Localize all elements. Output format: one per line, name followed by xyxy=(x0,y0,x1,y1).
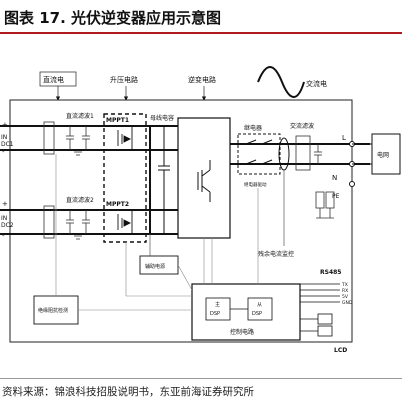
inverter-circuit-label: 逆变电路 xyxy=(188,75,216,84)
surge-protectors xyxy=(315,191,335,219)
line-L-label: L xyxy=(342,134,346,142)
mppt2-switch xyxy=(117,210,133,234)
ac-section-label: 交流电 xyxy=(306,79,327,88)
relay-drive-label: 继电器驱动 xyxy=(244,181,267,188)
mppt1-switch xyxy=(117,126,133,150)
bus-capacitor-label: 母线电容 xyxy=(150,114,174,122)
rs485-pin-rx: RX xyxy=(342,288,348,294)
control-circuit-box xyxy=(191,283,301,341)
dc-filter-1-label: 直流滤波1 xyxy=(66,112,94,120)
dc-filter-1 xyxy=(43,121,90,156)
pv-inverter-diagram: 直流电 升压电路 逆变电路 交流电 + IN DC1 - + IN DC2 - … xyxy=(0,66,401,354)
ac-sine-icon xyxy=(257,66,305,98)
title-divider xyxy=(0,32,402,34)
pv2-dc-label: DC2 xyxy=(1,222,14,229)
dc-filter-2-label: 直流滤波2 xyxy=(66,196,94,204)
mppt1-label: MPPT1 xyxy=(106,117,129,124)
rs485-pin-5v: 5V xyxy=(342,294,349,300)
ac-filter xyxy=(295,135,322,171)
dc-section-label: 直流电 xyxy=(43,75,64,84)
lcd-label: LCD xyxy=(334,347,347,354)
dc-filter-2 xyxy=(43,205,90,240)
boost-circuit-region xyxy=(103,113,147,243)
rs485-label: RS485 xyxy=(320,269,341,276)
main-dsp-chip: DSP xyxy=(210,311,220,317)
mppt2-label: MPPT2 xyxy=(106,201,129,208)
pv2-in-label: IN xyxy=(1,215,7,222)
pv1-dc-label: DC1 xyxy=(1,141,14,148)
grid-label: 电网 xyxy=(377,151,389,159)
source-divider xyxy=(0,378,402,379)
slave-dsp-label: 从 xyxy=(257,302,262,308)
pv2-plus: + xyxy=(2,200,8,208)
line-PE-label: PE xyxy=(332,193,340,200)
bus-capacitor xyxy=(158,126,170,234)
rs485-pin-gnd: GND xyxy=(342,300,353,306)
ac-filter-label: 交流滤波 xyxy=(290,122,314,130)
aux-power-label: 辅助电源 xyxy=(145,263,165,270)
lcd-connector xyxy=(300,313,333,337)
insulation-detect-label: 绝缘阻抗检测 xyxy=(38,307,68,314)
pv2-minus: - xyxy=(2,232,5,240)
source-note: 资料来源：锦浪科技招股说明书，东亚前海证券研究所 xyxy=(2,386,254,398)
figure-title: 图表 17. 光伏逆变器应用示意图 xyxy=(4,9,222,27)
main-dsp-label: 主 xyxy=(215,301,220,308)
rs485-port: TX RX 5V GND xyxy=(300,282,353,306)
inverter-enclosure xyxy=(9,99,353,343)
inverter-bridge xyxy=(177,117,231,239)
relay-label: 继电器 xyxy=(244,124,262,132)
relay-contacts xyxy=(245,139,273,165)
rs485-pin-tx: TX xyxy=(341,282,348,288)
line-N-label: N xyxy=(332,174,337,182)
grid-box xyxy=(371,133,401,175)
boost-circuit-label: 升压电路 xyxy=(110,75,138,84)
pv1-minus: - xyxy=(2,148,5,156)
slave-dsp-chip: DSP xyxy=(252,311,262,317)
residual-current-label: 残余电流监控 xyxy=(258,250,294,258)
relay-box xyxy=(237,133,281,175)
pv1-in-label: IN xyxy=(1,134,7,141)
igbt-icon xyxy=(197,160,211,202)
control-circuit-label: 控制电路 xyxy=(230,328,254,336)
